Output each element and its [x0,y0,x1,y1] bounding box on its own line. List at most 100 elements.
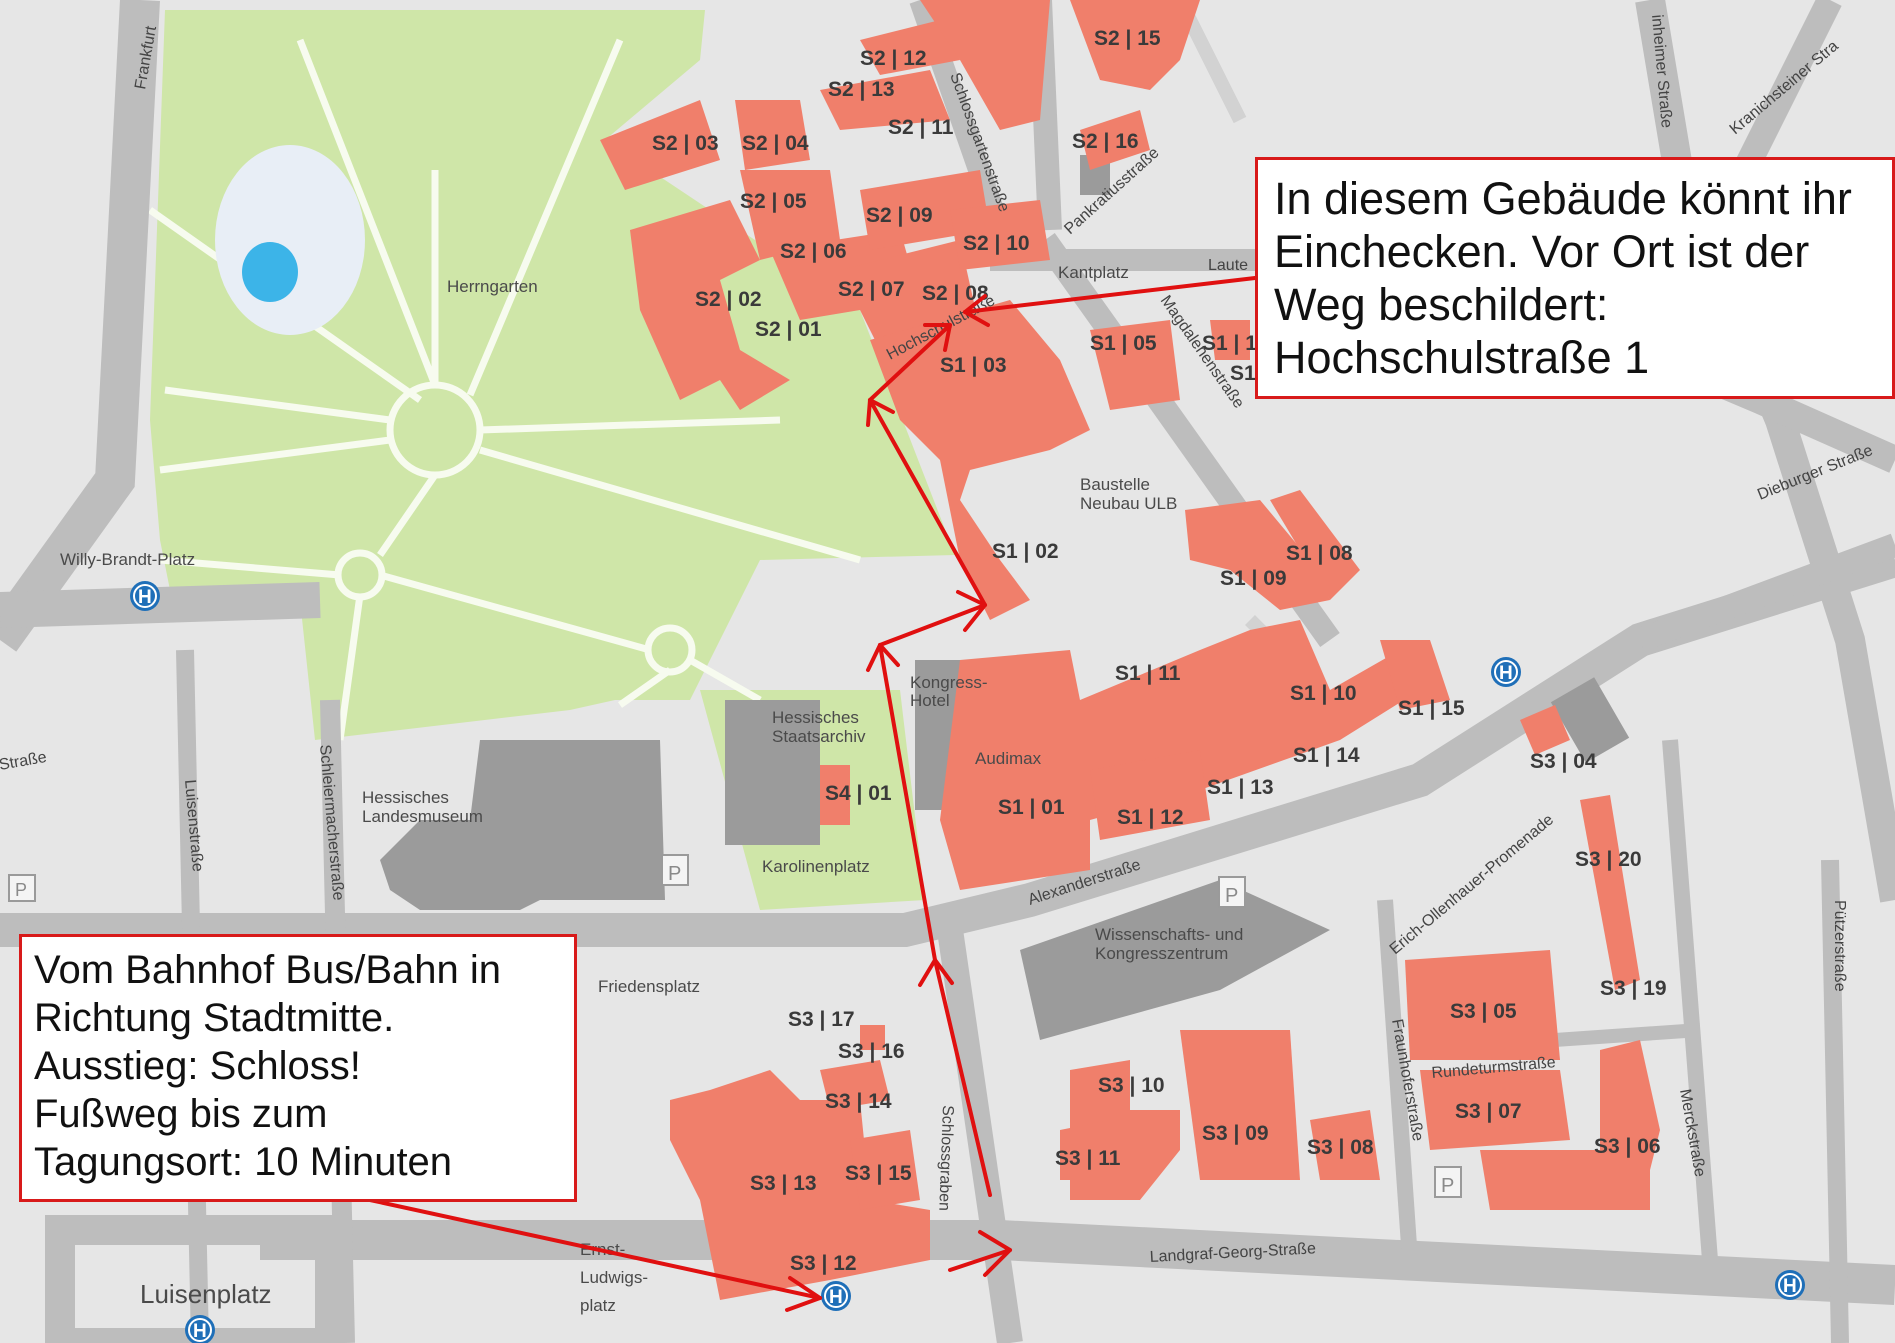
building-label: S1 | 15 [1398,697,1465,720]
bus-stop-icon: H [1775,1270,1805,1300]
building-label: S3 | 09 [1202,1122,1269,1145]
street-west: Straße [0,749,48,774]
callout-checkin-line-3: Weg beschildert: [1274,279,1609,330]
callout-checkin: In diesem Gebäude könnt ihr Einchecken. … [1255,157,1895,399]
building-label: S2 | 13 [828,78,895,101]
street-schlossgraben: Schlossgraben [935,1105,956,1211]
place-wissenschafts-2: Kongresszentrum [1095,944,1228,963]
building-label: S1 | 08 [1286,542,1353,565]
building-label: S1 | 02 [992,540,1059,563]
route-segment-3 [878,643,937,962]
building-label: S1 | 05 [1090,332,1157,355]
building-label: S2 | 01 [755,318,822,341]
callout-arrival-line-2: Richtung Stadtmitte. [34,996,395,1040]
route-arrow-head [923,323,952,352]
route-arrow-callout-to-stop [368,1198,822,1300]
building-label: S1 | 14 [1293,744,1360,767]
place-baustelle-2: Neubau ULB [1080,494,1177,513]
parking-icon-label: P [668,863,681,885]
parking-icon: P [8,874,36,902]
place-kongress-hotel-2: Hotel [910,691,950,710]
place-landesmuseum-1: Hessisches [362,788,449,807]
building-label: S3 | 11 [1055,1147,1121,1170]
place-herrngarten: Herrngarten [447,277,538,296]
building-label: S3 | 04 [1530,750,1597,773]
route-segment-6 [868,323,952,402]
landesmuseum-building [380,740,665,910]
building-label: S2 | 06 [780,240,847,263]
bus-stop-icon: H [1491,657,1521,687]
building-label: S3 | 17 [788,1008,855,1031]
street-puetzerstrasse: Pützerstraße [1831,900,1848,992]
place-kongress-hotel-1: Kongress- [910,673,987,692]
building-label: S2 | 03 [652,132,719,155]
building-label: S1 | 13 [1207,776,1274,799]
grey-small-building [1550,677,1630,763]
callout-checkin-line-1: In diesem Gebäude könnt ihr [1274,173,1852,224]
bus-stop-icon-label: H [829,1287,843,1308]
walking-route [368,276,1257,1312]
place-landesmuseum-2: Landesmuseum [362,807,483,826]
building-label: S2 | 02 [695,288,762,311]
parking-icon-label: P [15,880,27,900]
building-label: S3 | 07 [1455,1100,1522,1123]
callout-checkin-line-2: Einchecken. Vor Ort ist der [1274,226,1810,277]
pond-water [242,242,298,302]
route-arrow-head [785,1276,822,1312]
building-label: S2 | 04 [742,132,809,155]
building-label: S3 | 14 [825,1090,892,1113]
parking-icon: P [1218,876,1246,908]
building-label: S3 | 05 [1450,1000,1517,1023]
building-label: S3 | 10 [1098,1074,1165,1097]
building-label: S2 | 08 [922,282,989,305]
staatsarchiv-building [725,700,820,845]
building-label: S3 | 16 [838,1040,905,1063]
herrngarten-park [150,10,955,740]
street-erich-ollenhauer: Erich-Ollenhauer-Promenade [1387,811,1557,958]
parking-icon-label: P [1441,1175,1454,1197]
building-label: S2 | 15 [1094,27,1161,50]
building-label: S3 | 12 [790,1252,857,1275]
building-label: S3 | 19 [1600,977,1667,1000]
parking-icon-label: P [1225,885,1238,907]
route-segment-5 [868,398,987,607]
building-label: S3 | 13 [750,1172,817,1195]
parking-icon: P [661,854,689,886]
wissenschafts-kongresszentrum [1020,880,1330,1040]
building-label: S1 | 12 [1117,806,1184,829]
place-friedensplatz: Friedensplatz [598,977,700,996]
park-layer [147,10,955,910]
route-segment-1 [948,1248,1012,1272]
callout-arrival-line-1: Vom Bahnhof Bus/Bahn in [34,948,501,992]
place-kantplatz: Kantplatz [1058,263,1129,282]
pond-outline [215,145,365,335]
building-label: S1 | 01 [998,796,1065,819]
callout-arrival: Vom Bahnhof Bus/Bahn in Richtung Stadtmi… [19,934,577,1202]
place-staatsarchiv-2: Staatsarchiv [772,727,866,746]
building-label: S3 | 06 [1594,1135,1661,1158]
park-paths [147,38,861,741]
place-audimax: Audimax [975,749,1042,768]
bus-stop-icon: H [185,1315,215,1343]
bus-stop-icon-label: H [1783,1276,1797,1297]
street-kranichsteiner: Kranichsteiner Stra [1727,38,1842,139]
place-staatsarchiv-1: Hessisches [772,708,859,727]
bus-stop-icon-label: H [1499,663,1513,684]
building-label: S4 | 01 [825,782,892,805]
grey-buildings [380,155,1630,1040]
building-label: S2 | 10 [963,232,1030,255]
route-arrow-callout-to-building [963,276,1257,314]
building-label: S2 | 16 [1072,130,1139,153]
route-arrow-head [978,1230,1012,1277]
bus-stop-icon: H [130,581,160,611]
building-label: S3 | 08 [1307,1136,1374,1159]
place-ernst-ludwigs-2: Ludwigs- [580,1268,648,1287]
callout-arrival-line-5: Tagungsort: 10 Minuten [34,1140,453,1184]
street-lauteschlaeger: Laute [1208,257,1248,274]
building-label: S3 | 15 [845,1162,912,1185]
parking-signs: P P P P [8,854,1462,1198]
building-label: S3 | 20 [1575,848,1642,871]
building-label: S2 | 12 [860,47,927,70]
